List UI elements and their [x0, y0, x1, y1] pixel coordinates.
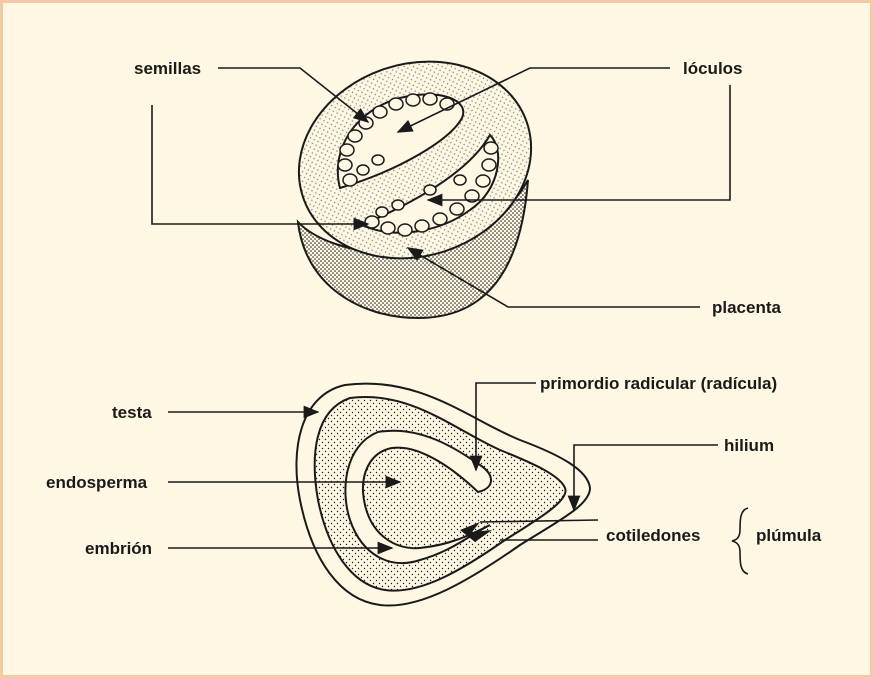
label-semillas: semillas: [134, 59, 201, 78]
label-loculos: lóculos: [683, 59, 743, 78]
label-testa: testa: [112, 403, 152, 422]
seed-illustration: [296, 384, 590, 606]
label-embrion: embrión: [85, 539, 152, 558]
label-cotiledones: cotiledones: [606, 526, 700, 545]
label-plumula: plúmula: [756, 526, 822, 545]
label-endosperma: endosperma: [46, 473, 148, 492]
label-hilium: hilium: [724, 436, 774, 455]
label-primordio: primordio radicular (radícula): [540, 374, 777, 393]
plumula-brace: [732, 508, 748, 574]
label-placenta: placenta: [712, 298, 782, 317]
